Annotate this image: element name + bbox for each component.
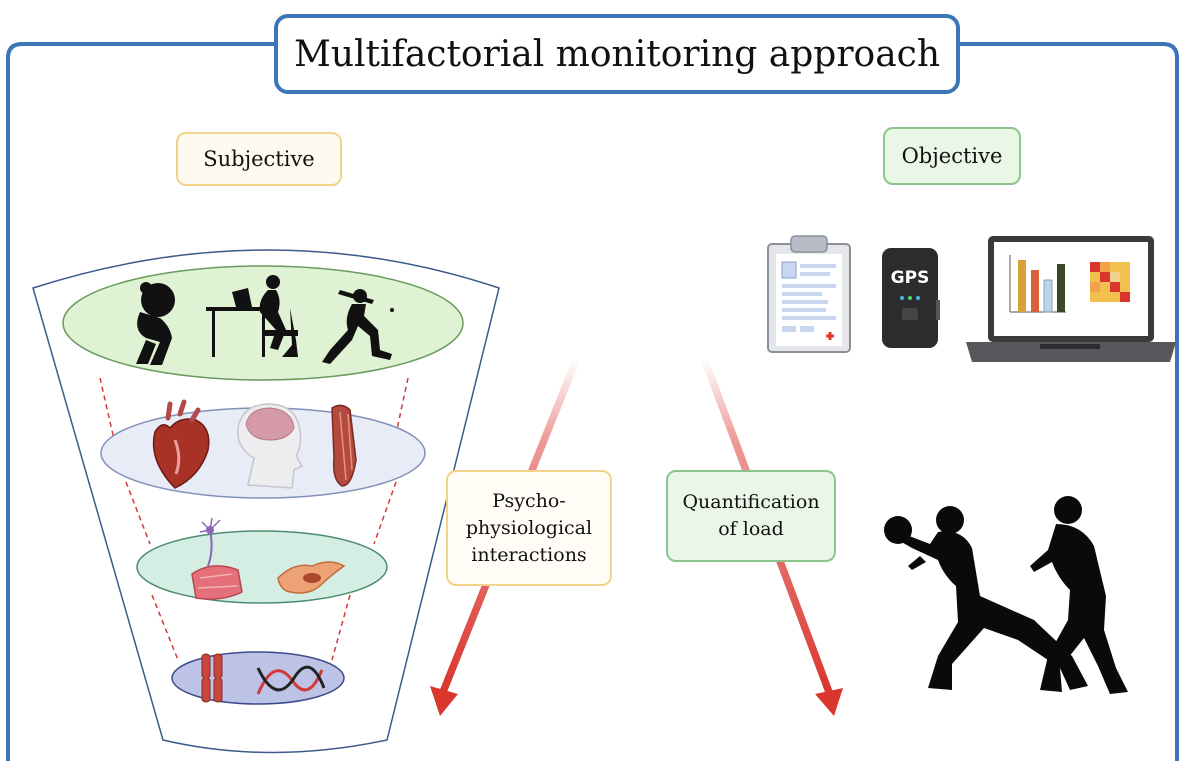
- neuron-muscle-fiber-icon: [191, 517, 243, 600]
- outer-frame: [6, 42, 1179, 761]
- baseball-batter-silhouette-icon: [322, 289, 394, 364]
- title-box: Multifactorial monitoring approach: [274, 14, 960, 94]
- rugby-players-silhouette-icon: [884, 496, 1128, 694]
- dna-helix-icon: [256, 665, 326, 695]
- laptop-chart-icon: [966, 236, 1176, 362]
- heart-icon: [152, 399, 210, 489]
- layer-cells: [136, 530, 388, 604]
- objective-label: Objective: [883, 127, 1021, 185]
- clipboard-report-icon: [767, 235, 851, 353]
- desk-worker-silhouette-icon: [206, 275, 298, 357]
- gps-device-icon: GPS: [882, 248, 940, 348]
- cell-icon: [277, 561, 346, 594]
- chromosome-icon: [201, 653, 223, 703]
- subjective-label: Subjective: [176, 132, 342, 186]
- muscle-icon: [331, 404, 357, 487]
- squat-silhouette-icon: [136, 282, 175, 365]
- gps-label: GPS: [891, 268, 930, 288]
- psycho-physiological-label: Psycho-physiological interactions: [446, 470, 612, 586]
- brain-head-icon: [237, 403, 304, 489]
- quantification-of-load-label: Quantification of load: [666, 470, 836, 562]
